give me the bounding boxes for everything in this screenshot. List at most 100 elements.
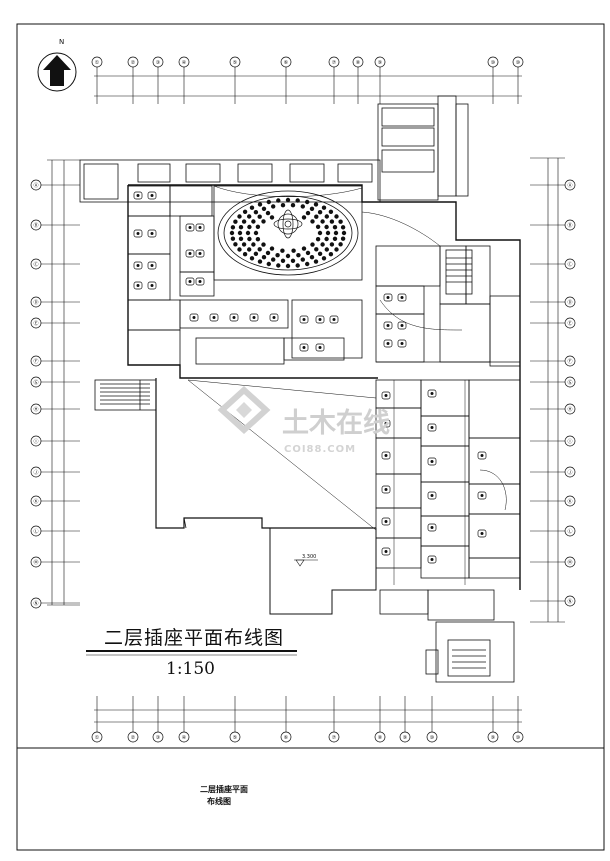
top-axis-bubble: ⑦ (332, 60, 337, 66)
fixture-dot (232, 316, 236, 319)
seat-dot (275, 253, 280, 258)
seat-dot (280, 258, 286, 263)
left-axis-bubble: Ⓓ (33, 299, 38, 306)
seat-dot (257, 259, 263, 264)
seat-dot (230, 236, 236, 241)
fixture (195, 277, 205, 286)
right-axis-bubble-circle (564, 317, 576, 329)
seat-dot (261, 255, 267, 260)
left-axis-bubble: Ⓚ (33, 498, 38, 505)
seat-dot (285, 253, 291, 259)
right-axis-bubble: Ⓒ (567, 261, 572, 268)
seat-dot (251, 242, 256, 247)
bottom-axis-bubble: ⑤ (233, 735, 237, 741)
fixture-dot (192, 316, 196, 319)
right-axis-bubble-circle (564, 219, 576, 231)
seat-dot (332, 225, 338, 230)
fixture-dot (430, 460, 434, 463)
top-axis-bubble: ④ (182, 60, 187, 66)
seat-dot (253, 230, 259, 236)
seat-dot (317, 251, 323, 256)
right-axis-bubble-circle (564, 258, 576, 270)
fixture (133, 281, 143, 290)
seat-dot (265, 210, 271, 216)
fixture (383, 293, 393, 302)
bottom-axis-bubble: ⑨ (403, 735, 407, 741)
fixture-dot (400, 296, 404, 299)
seat-dot (300, 257, 305, 262)
right-axis-bubble: Ⓔ (567, 320, 572, 327)
fixture (427, 555, 437, 564)
seat-dot (291, 248, 296, 253)
bottom-axis-bubble-circle (280, 731, 292, 743)
seat-dot (315, 224, 321, 229)
right-axis-bubble: Ⓙ (567, 469, 572, 476)
left-axis-bubble-circle (30, 376, 42, 388)
fixture (299, 343, 309, 352)
seat-dot (310, 242, 315, 247)
seat-dot (338, 219, 343, 224)
seat-dot (257, 214, 262, 219)
seat-dot (276, 198, 281, 203)
top-axis-bubble-circle (91, 56, 103, 68)
left-axis-bubble: Ⓔ (33, 320, 38, 327)
fixture (427, 423, 437, 432)
seat-dot (305, 261, 310, 267)
right-axis-bubble: Ⓗ (567, 406, 572, 413)
fixture (397, 293, 407, 302)
seat-dot (305, 199, 310, 205)
seat-dot (290, 203, 296, 208)
bottom-axis-bubble-circle (152, 731, 164, 743)
top-axis-bubble-circle (127, 56, 139, 68)
right-axis-bubble-circle (564, 466, 576, 478)
fixture (427, 491, 437, 500)
fixture-dot (430, 494, 434, 497)
seat-dot (238, 236, 244, 241)
fixture-dot (188, 280, 192, 283)
top-axis-bubble-circle (374, 56, 386, 68)
fixture (133, 191, 143, 200)
seat-dot (251, 219, 256, 224)
fixture (147, 191, 157, 200)
seat-dot (332, 236, 338, 241)
right-axis-bubble: Ⓚ (567, 498, 572, 505)
right-axis-bubble: Ⓖ (567, 379, 572, 386)
seat-dot (313, 259, 319, 264)
top-axis-bubble: ⑥ (284, 60, 289, 66)
fixture (383, 339, 393, 348)
fixture-dot (302, 318, 306, 321)
north-label: N (59, 38, 64, 46)
seat-dot (324, 247, 329, 252)
bottom-dimension-chain (94, 696, 522, 732)
bottom-axis-bubble: ⑦ (332, 735, 337, 741)
lotus-ornament (273, 209, 303, 239)
elevation-marker: 3.300 (294, 554, 318, 567)
bottom-axis-bubble-circle (374, 731, 386, 743)
fixture (397, 339, 407, 348)
seat-dot (313, 202, 319, 207)
seat-dot (310, 219, 315, 224)
fixture (315, 315, 325, 324)
seat-dot (249, 256, 255, 261)
fixture-dot (480, 494, 484, 497)
fixture-dot (136, 232, 140, 235)
fixture (195, 249, 205, 258)
top-axis-bubble: ⑩ (491, 60, 496, 66)
seat-dot (295, 263, 300, 268)
top-axis-bubble: ③ (156, 60, 160, 66)
fixture (381, 419, 391, 428)
top-axis-bubble-circle (229, 56, 241, 68)
seat-dot (238, 225, 244, 230)
left-axis-bubble: Ⓕ (33, 358, 38, 365)
left-axis-bubble-circle (30, 219, 42, 231)
fixture-dot (386, 296, 390, 299)
top-axis-bubble-circle (280, 56, 292, 68)
fixture (381, 517, 391, 526)
fixture (427, 457, 437, 466)
bottom-axis-bubble: ③ (156, 735, 160, 741)
bottom-axis-bubble: ⑧ (378, 735, 383, 741)
seat-dot (295, 198, 300, 203)
seat-dot (328, 209, 334, 214)
